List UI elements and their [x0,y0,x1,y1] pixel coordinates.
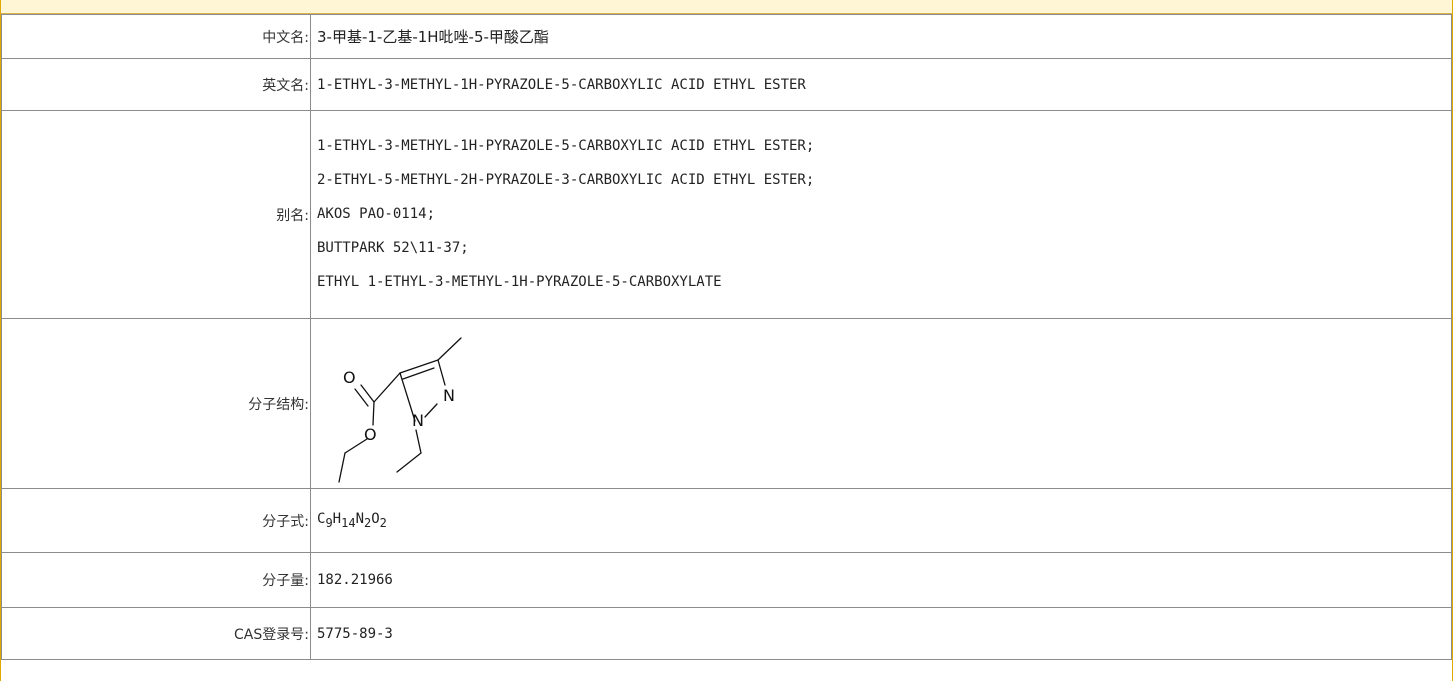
value-aliases: 1-ETHYL-3-METHYL-1H-PYRAZOLE-5-CARBOXYLI… [310,110,1452,319]
cn-name-text: 3-甲基-1-乙基-1H吡唑-5-甲酸乙酯 [317,28,549,46]
bond-c5-carbonyl [373,371,401,403]
bond-co-double-b [354,387,369,407]
formula-count: 14 [341,516,356,530]
bond-c-o-ester [372,400,375,426]
row-aliases: 别名: 1-ETHYL-3-METHYL-1H-PYRAZOLE-5-CARBO… [1,110,1452,319]
alias-item: 2-ETHYL-5-METHYL-2H-PYRAZOLE-3-CARBOXYLI… [317,172,815,188]
bond-ch2-ch3-ester [338,451,346,483]
bond-co-double-a [360,383,375,403]
value-structure: O N N O [310,318,1452,489]
alias-item: BUTTPARK 52\11-37; [317,240,469,256]
row-structure: 分子结构: [1,318,1452,489]
molecular-structure-diagram: O N N O [338,336,462,483]
formula-count: 9 [325,516,333,530]
formula-element: O [371,511,380,527]
value-en-name: 1-ETHYL-3-METHYL-1H-PYRAZOLE-5-CARBOXYLI… [310,58,1452,111]
bond-ch2-ch3 [396,451,422,473]
bond-c3-n2 [437,358,446,386]
label-formula: 分子式: [1,488,311,553]
row-mol-weight: 分子量: 182.21966 [1,552,1452,608]
row-formula: 分子式: C9H14N2O2 [1,488,1452,553]
value-cn-name: 3-甲基-1-乙基-1H吡唑-5-甲酸乙酯 [310,14,1452,59]
header-band [1,0,1452,14]
formula-count: 2 [379,516,387,530]
bond-o-ch2 [344,437,368,454]
label-aliases: 别名: [1,110,311,319]
bond-n2-n1 [424,402,438,418]
label-mol-weight: 分子量: [1,552,311,608]
bond-c4-c3-double [402,366,435,380]
bond-n1-c5 [399,371,416,422]
atom-o-ester: O [364,425,377,444]
formula-element: C [317,511,326,527]
row-en-name: 英文名: 1-ETHYL-3-METHYL-1H-PYRAZOLE-5-CARB… [1,58,1452,111]
label-cn-name: 中文名: [1,14,311,59]
compound-info-table: 中文名: 3-甲基-1-乙基-1H吡唑-5-甲酸乙酯 英文名: 1-ETHYL-… [1,14,1452,660]
alias-item: 1-ETHYL-3-METHYL-1H-PYRAZOLE-5-CARBOXYLI… [317,138,815,154]
label-en-name: 英文名: [1,58,311,111]
formula-count: 2 [364,516,372,530]
value-mol-weight: 182.21966 [310,552,1452,608]
label-cas: CAS登录号: [1,607,311,660]
alias-item: ETHYL 1-ETHYL-3-METHYL-1H-PYRAZOLE-5-CAR… [317,274,722,290]
bond-c3-methyl [437,336,462,361]
value-formula: C9H14N2O2 [310,488,1452,553]
value-cas: 5775-89-3 [310,607,1452,660]
atom-n2: N [443,386,455,405]
atom-o-carbonyl: O [343,368,356,387]
row-cas: CAS登录号: 5775-89-3 [1,607,1452,660]
atom-n1: N [412,411,424,430]
formula-element: N [355,511,364,527]
alias-item: AKOS PAO-0114; [317,206,436,222]
bond-n1-ch2 [415,428,422,454]
row-cn-name: 中文名: 3-甲基-1-乙基-1H吡唑-5-甲酸乙酯 [1,14,1452,59]
formula-element: H [332,511,342,527]
bond-c4-c3 [399,358,439,374]
alias-list: 1-ETHYL-3-METHYL-1H-PYRAZOLE-5-CARBOXYLI… [317,126,1451,303]
label-structure: 分子结构: [1,318,311,489]
